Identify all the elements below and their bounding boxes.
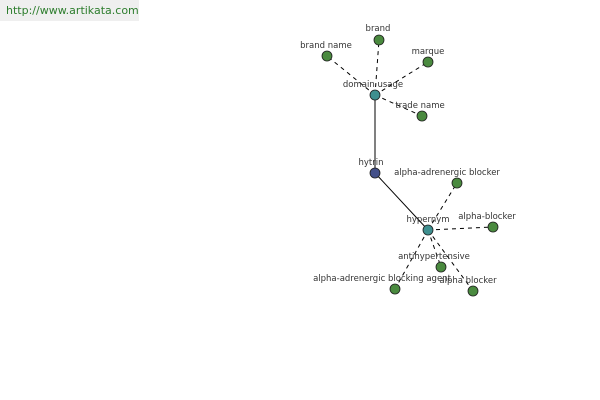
node-alpha-adrenergic-blocking-agent[interactable] bbox=[389, 283, 401, 295]
graph-nodes bbox=[321, 34, 499, 297]
node-label-alpha-adrenergic-blocker: alpha-adrenergic blocker bbox=[394, 168, 500, 178]
edge-domain-usage-to-marque bbox=[374, 61, 429, 96]
graph-labels: hytrin domain usage brand brand name marque t… bbox=[300, 24, 516, 286]
node-alpha-blocker[interactable] bbox=[487, 221, 499, 233]
graph-edges bbox=[326, 39, 494, 292]
edge-domain-usage-to-brand-name bbox=[326, 55, 376, 96]
edge-hypernym-to-alpha-adrenergic-blocker bbox=[427, 182, 458, 231]
node-alpha-blocker-2[interactable] bbox=[467, 285, 479, 297]
edge-domain-usage-to-brand bbox=[374, 39, 380, 96]
node-label-alpha-adrenergic-blocking-agent: alpha-adrenergic blocking agent bbox=[313, 274, 451, 284]
node-label-trade-name: trade name bbox=[395, 101, 444, 111]
node-domain-usage[interactable] bbox=[369, 89, 381, 101]
node-label-marque: marque bbox=[412, 47, 445, 57]
edge-hypernym-to-alpha-adrenergic-blocking-agent bbox=[394, 229, 429, 290]
edge-hypernym-to-alpha-blocker bbox=[427, 226, 494, 231]
url-banner: http://www.artikata.com bbox=[0, 0, 139, 21]
node-antihypertensive[interactable] bbox=[435, 261, 447, 273]
node-label-brand: brand bbox=[366, 24, 391, 34]
node-label-alpha-blocker: alpha-blocker bbox=[458, 212, 516, 222]
node-brand[interactable] bbox=[373, 34, 385, 46]
node-hytrin[interactable] bbox=[369, 167, 381, 179]
node-alpha-adrenergic-blocker[interactable] bbox=[451, 177, 463, 189]
node-trade-name[interactable] bbox=[416, 110, 428, 122]
node-label-antihypertensive: antihypertensive bbox=[398, 252, 470, 262]
edge-domain-usage-to-trade-name bbox=[374, 94, 423, 117]
node-label-brand-name: brand name bbox=[300, 41, 352, 51]
node-marque[interactable] bbox=[422, 56, 434, 68]
edge-hytrin-to-hypernym bbox=[374, 172, 429, 231]
node-label-hytrin: hytrin bbox=[359, 158, 384, 168]
node-label-alpha-blocker-2: alpha blocker bbox=[439, 276, 497, 286]
node-hypernym[interactable] bbox=[422, 224, 434, 236]
node-brand-name[interactable] bbox=[321, 50, 333, 62]
edge-hypernym-to-antihypertensive bbox=[427, 229, 442, 268]
node-label-domain-usage: domain usage bbox=[343, 80, 403, 90]
site-url-link[interactable]: http://www.artikata.com bbox=[6, 4, 139, 17]
node-label-hypernym: hypernym bbox=[406, 215, 449, 225]
